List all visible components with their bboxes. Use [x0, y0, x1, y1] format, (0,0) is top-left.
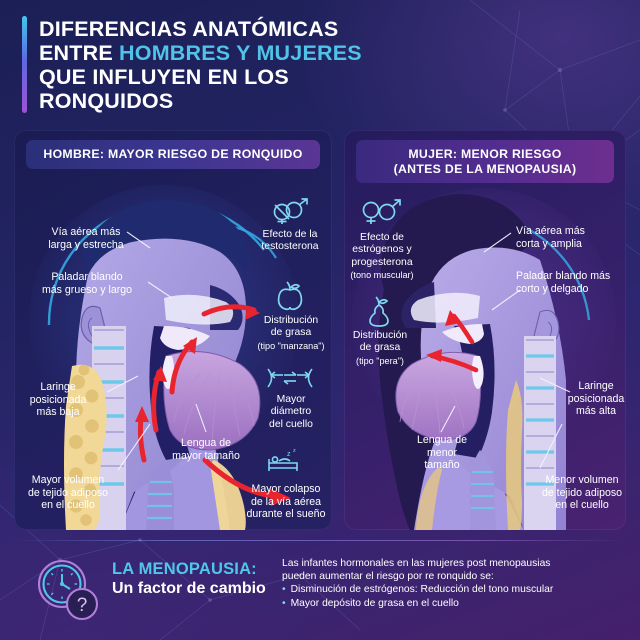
female-label-tongue: Lengua de menor tamaño	[416, 434, 468, 472]
clock-question-icon: ?	[37, 559, 99, 621]
pear-icon	[369, 296, 389, 327]
male-icon-caption-fat: Distribución de grasa (tipo "manzana")	[257, 315, 325, 351]
menopause-body-line-1: Las infantes hormonales en las mujeres p…	[282, 558, 551, 569]
title-line-3: QUE INFLUYEN EN LOS	[39, 65, 289, 89]
female-icon-caption-hormones: Efecto de estrógenos y progesterona (ton…	[350, 232, 414, 281]
apple-icon	[277, 281, 303, 311]
title-line-2: ENTRE HOMBRES Y MUJERES	[39, 41, 362, 65]
footer-divider	[14, 540, 626, 541]
female-panel: MUJER: MENOR RIESGO (ANTES DE LA MENOPAU…	[344, 130, 626, 530]
svg-text:z: z	[287, 451, 291, 458]
neck-diameter-icon	[267, 368, 313, 388]
male-label-airway: Vía aérea más larga y estrecha	[48, 226, 124, 251]
male-gender-icon	[273, 198, 308, 224]
menopause-bullet-2-text: Mayor depósito de grasa en el cuello	[290, 597, 459, 609]
title-accent-bar	[22, 16, 27, 113]
menopause-bullet-2: • Mayor depósito de grasa en el cuello	[282, 597, 630, 610]
menopause-body-line-2: pueden aumentar el riesgo por re ronquid…	[282, 571, 494, 583]
male-label-tongue: Lengua de mayor tamaño	[172, 437, 240, 462]
male-panel-header: HOMBRE: MAYOR RIESGO DE RONQUIDO	[26, 140, 320, 169]
menopause-bullet-1-text: Disminución de estrógenos: Reducción del…	[290, 584, 554, 596]
svg-text:z: z	[293, 448, 296, 454]
male-icon-caption-neck: Mayor diámetro del cuello	[269, 394, 313, 430]
title-line-2-plain: ENTRE	[39, 41, 120, 65]
female-icon-caption-fat: Distribución de grasa (tipo "pera")	[352, 330, 408, 366]
male-label-collapse: Mayor colapso de la vía aérea durante el…	[246, 483, 326, 521]
male-label-soft-palate: Paladar blando más grueso y largo	[41, 271, 133, 296]
female-label-larynx: Laringe posicionada más alta	[567, 380, 625, 418]
title-line-1: DIFERENCIAS ANATÓMICAS	[39, 17, 339, 41]
menopause-title-line-1: LA MENOPAUSIA:	[112, 560, 257, 578]
page-title: DIFERENCIAS ANATÓMICAS ENTRE HOMBRES Y M…	[22, 16, 502, 113]
menopause-bullet-1: • Disminución de estrógenos: Reducción d…	[282, 583, 630, 596]
female-panel-header: MUJER: MENOR RIESGO (ANTES DE LA MENOPAU…	[356, 140, 614, 183]
female-label-soft-palate: Paladar blando más corto y delgado	[516, 270, 611, 295]
title-line-2-highlight: HOMBRES Y MUJERES	[119, 41, 362, 65]
female-header-line-1: MUJER: MENOR RIESGO	[408, 147, 562, 161]
female-male-gender-icon	[362, 199, 401, 224]
collapse-arrow-icon	[202, 457, 291, 506]
bed-sleep-icon: z z	[268, 448, 298, 471]
svg-text:?: ?	[77, 595, 88, 616]
female-header-line-2: (ANTES DE LA MENOPAUSIA)	[393, 161, 577, 176]
title-line-4: RONQUIDOS	[39, 89, 174, 113]
male-label-fat-volume: Mayor volumen de tejido adiposo en el cu…	[27, 474, 109, 512]
female-anatomy-illustration	[352, 188, 616, 530]
female-label-airway: Vía aérea más corta y amplia	[516, 225, 585, 250]
bullet-glyph: •	[282, 584, 286, 596]
menopause-heading: LA MENOPAUSIA: Un factor de cambio	[112, 560, 266, 598]
menopause-title-line-2: Un factor de cambio	[112, 580, 266, 597]
male-icon-caption-testosterone: Efecto de la testosterona	[261, 229, 319, 253]
male-label-larynx: Laringe posicionada más baja	[29, 381, 87, 419]
bullet-glyph: •	[282, 597, 286, 609]
menopause-body: Las infantes hormonales en las mujeres p…	[282, 557, 630, 610]
female-label-fat-volume: Menor volumen de tejido adiposo en el cu…	[541, 474, 623, 512]
